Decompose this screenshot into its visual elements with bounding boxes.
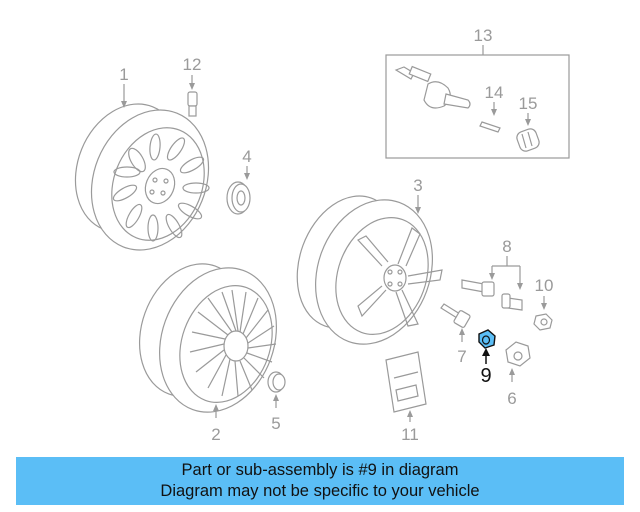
- callout-8: 8: [502, 237, 511, 256]
- callout-1: 1: [119, 65, 128, 84]
- callout-5: 5: [271, 414, 280, 433]
- wheel-3[interactable]: [280, 182, 452, 361]
- banner-line-1: Part or sub-assembly is #9 in diagram: [181, 461, 459, 479]
- callout-7: 7: [457, 347, 466, 366]
- tpms-kit-box: [385, 54, 570, 159]
- banner-line-2: Diagram may not be specific to your vehi…: [160, 482, 480, 500]
- callout-9: 9: [480, 365, 491, 387]
- callout-6: 6: [507, 389, 516, 408]
- center-cap-5[interactable]: [267, 371, 286, 408]
- wheel-2[interactable]: [122, 249, 296, 429]
- callout-3: 3: [413, 176, 422, 195]
- callout-10: 10: [535, 276, 554, 295]
- nut-10[interactable]: [533, 296, 553, 331]
- callout-15: 15: [519, 94, 538, 113]
- wheel-1[interactable]: [57, 88, 229, 268]
- lock-nut-9[interactable]: [478, 329, 496, 364]
- parts-diagram: 1 12 4 13 14 15: [57, 26, 570, 444]
- info-banner: Part or sub-assembly is #9 in diagram Di…: [16, 457, 624, 505]
- callout-12: 12: [183, 55, 202, 74]
- center-cap-4[interactable]: [226, 166, 251, 215]
- callout-2: 2: [211, 425, 220, 444]
- valve-core-14[interactable]: [479, 102, 501, 133]
- placard-11[interactable]: [385, 351, 427, 422]
- tpms-sensor-13[interactable]: [394, 65, 471, 109]
- callout-4: 4: [242, 147, 251, 166]
- callout-14: 14: [485, 83, 504, 102]
- valve-cap-15[interactable]: [515, 113, 541, 153]
- valve-stem-12[interactable]: [187, 75, 198, 117]
- callout-13: 13: [474, 26, 493, 45]
- callout-11: 11: [401, 425, 419, 444]
- bolt-7[interactable]: [440, 303, 471, 342]
- center-cap-6[interactable]: [505, 341, 531, 382]
- lug-bolt-8[interactable]: [461, 256, 523, 311]
